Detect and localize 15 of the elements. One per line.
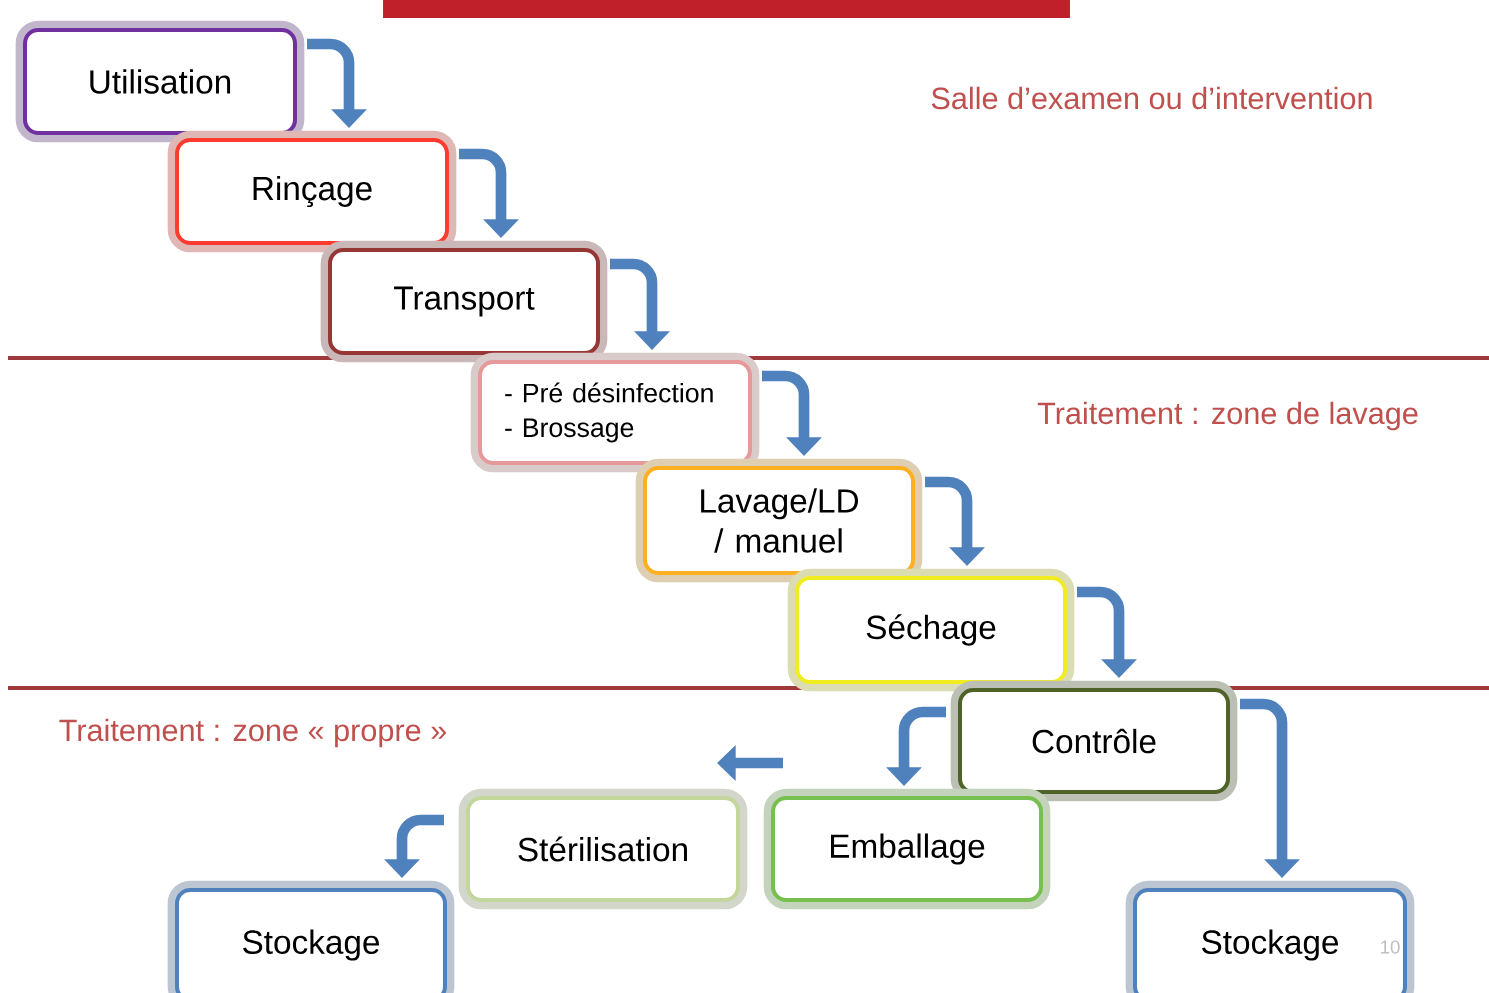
step-box: Contrôle	[950, 680, 1238, 802]
zone-label: Traitement : zone de lavage	[1037, 401, 1418, 431]
step-box: Utilisation	[15, 20, 305, 143]
zone-label: Salle d’examen ou d’intervention	[931, 86, 1372, 110]
step-box: Stérilisation	[458, 788, 748, 910]
step-box: Séchage	[787, 568, 1075, 692]
step-box: Transport	[320, 240, 608, 363]
title-bar	[383, 0, 1070, 18]
page-number: 10	[1381, 940, 1400, 954]
step-box: - Pré désinfection - Brossage	[470, 352, 760, 473]
step-box: Stockage	[167, 880, 455, 993]
step-box: Lavage/LD / manuel	[635, 458, 923, 583]
zone-label: Traitement : zone « propre »	[59, 718, 446, 748]
step-box: Rinçage	[167, 130, 457, 253]
step-box: Emballage	[763, 788, 1051, 910]
